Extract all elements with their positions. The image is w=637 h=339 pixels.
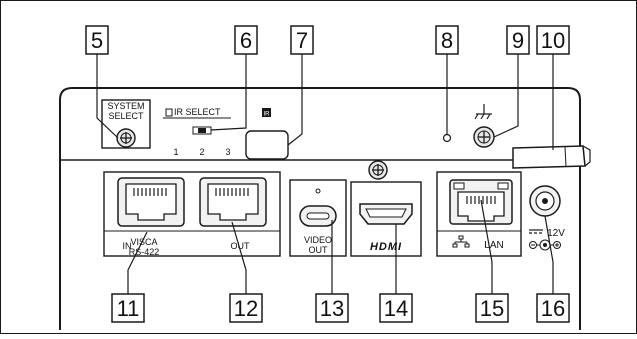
callout-label-11: 11 <box>117 296 140 321</box>
callout-label-14: 14 <box>384 296 408 321</box>
lan-socket <box>457 191 505 222</box>
callout-label-6: 6 <box>240 28 252 53</box>
callout-label-12: 12 <box>234 296 258 321</box>
video-out-group: VIDEO OUT <box>289 179 347 257</box>
callout-box-9 <box>506 25 530 55</box>
leader-11 <box>127 231 148 294</box>
visca-label-line1: VISCA <box>130 237 157 247</box>
ir-receiver-window <box>245 130 289 160</box>
status-led <box>442 133 452 143</box>
dc-in-jack-pin <box>542 198 548 204</box>
callout-box-15 <box>475 293 509 323</box>
callout-label-5: 5 <box>91 28 103 53</box>
hdmi-group: HDMI <box>350 160 422 257</box>
hdmi-port-inner <box>365 208 407 218</box>
ground-icon-tick3 <box>486 113 491 120</box>
callout-box-8 <box>435 25 459 55</box>
leader-7 <box>287 54 303 146</box>
ir-select-label: IR SELECT <box>174 107 221 117</box>
cable-clamp[interactable] <box>512 145 586 169</box>
visca-in-label: IN <box>123 241 132 251</box>
callout-box-5 <box>85 25 109 55</box>
ground-icon-tick1 <box>474 113 479 120</box>
callout-box-16 <box>536 293 570 323</box>
lan-led-left <box>453 182 465 190</box>
leader-6 <box>210 54 247 131</box>
visca-in-pins <box>133 188 167 196</box>
hdmi-frame <box>350 181 422 257</box>
ir-select-box-icon <box>165 108 173 117</box>
video-out-port-tongue <box>306 212 330 220</box>
lan-label: LAN <box>484 240 503 251</box>
ir-receiver-mark <box>262 108 271 117</box>
leader-lines <box>96 54 554 294</box>
hdmi-logo-text: HDMI <box>370 241 402 253</box>
ir-select-switch-knob[interactable] <box>198 128 206 133</box>
cable-clamp-tip <box>582 145 591 167</box>
cable-clamp-detail <box>564 146 567 168</box>
system-select-frame <box>101 99 151 149</box>
callout-label-10: 10 <box>541 28 565 53</box>
video-out-frame <box>289 179 347 257</box>
callout-box-11 <box>111 293 145 323</box>
callout-label-16: 16 <box>541 296 565 321</box>
callouts-bottom: 11 12 13 14 15 16 <box>111 293 570 323</box>
ground-icon-tick2 <box>480 113 485 120</box>
callout-label-8: 8 <box>441 28 453 53</box>
lan-led-right <box>497 182 509 190</box>
callout-label-15: 15 <box>480 296 504 321</box>
callout-box-10 <box>536 25 570 55</box>
leader-16 <box>544 215 554 294</box>
leader-12 <box>231 221 247 294</box>
callout-box-13 <box>315 293 349 323</box>
lan-frame <box>436 171 522 257</box>
callout-box-14 <box>379 293 413 323</box>
callouts-top: 5 6 7 8 9 10 <box>85 25 570 55</box>
leader-5 <box>96 54 119 139</box>
video-out-indicator <box>315 188 321 194</box>
system-select-label-line2: SELECT <box>108 111 144 121</box>
system-select-group: SYSTEM SELECT <box>101 99 151 149</box>
lan-pins <box>466 196 496 204</box>
system-select-label-line1: SYSTEM <box>107 101 144 111</box>
callout-box-12 <box>229 293 263 323</box>
leader-15 <box>480 199 493 294</box>
dc-in-group: 12V <box>529 185 565 251</box>
ir-select-group: IR SELECT 1 2 3 <box>163 107 231 157</box>
network-icon <box>452 235 470 248</box>
callout-box-6 <box>234 25 258 55</box>
ir-receiver-label: IR <box>264 112 271 118</box>
visca-label-line2: RS-422 <box>129 247 160 257</box>
visca-frame <box>103 171 281 257</box>
callout-label-13: 13 <box>320 296 344 321</box>
ir-select-pos-3: 3 <box>225 147 230 157</box>
video-out-label-line1: VIDEO <box>304 235 332 245</box>
dc-voltage-label: 12V <box>547 228 565 239</box>
ir-select-pos-2: 2 <box>199 147 204 157</box>
leader-9 <box>493 54 519 138</box>
visca-out-label: OUT <box>231 241 251 251</box>
callout-label-7: 7 <box>296 28 308 53</box>
cable-clamp-group <box>512 145 591 169</box>
ground-terminal-group <box>473 104 495 148</box>
callout-box-7 <box>290 25 314 55</box>
callout-label-9: 9 <box>512 28 524 53</box>
video-out-label-line2: OUT <box>309 245 329 255</box>
visca-out-pins <box>215 188 249 196</box>
ir-select-pos-1: 1 <box>173 147 178 157</box>
